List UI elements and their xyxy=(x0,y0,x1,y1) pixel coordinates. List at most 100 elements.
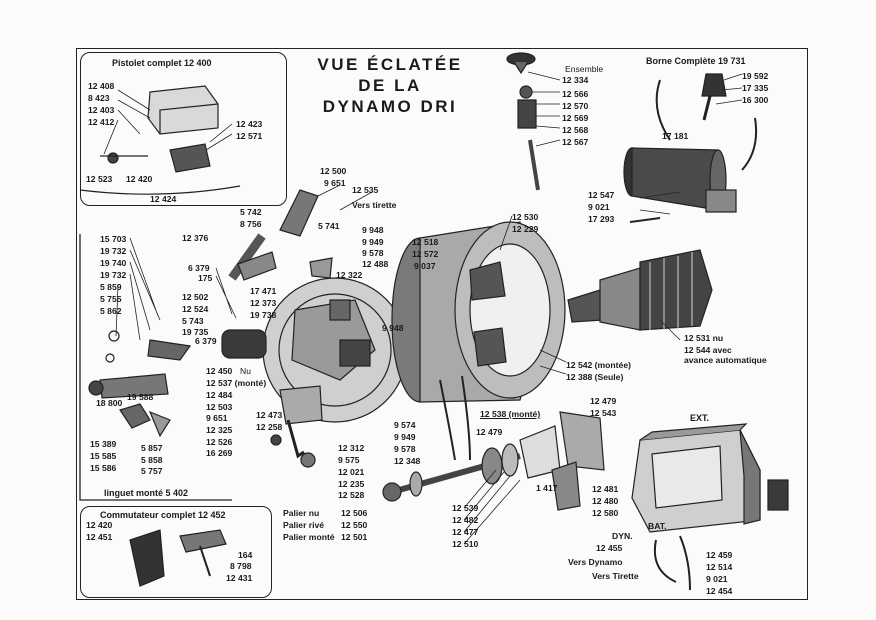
part-label: 12 530 xyxy=(512,212,539,222)
part-label: 12 538 (monté) xyxy=(480,409,541,419)
part-label: 6 379 xyxy=(188,263,210,273)
part-label: 8 798 xyxy=(230,561,252,571)
part-label: 12 531 nu xyxy=(684,333,724,343)
part-label: 16 269 xyxy=(206,448,233,458)
part-label: 12 570 xyxy=(562,101,589,111)
part-label: 12 480 xyxy=(592,496,619,506)
title-line-1: VUE ÉCLATÉE xyxy=(317,55,463,74)
part-label: 9 037 xyxy=(414,261,436,271)
part-label: 12 547 xyxy=(588,190,615,200)
part-label: 19 732 xyxy=(100,246,127,256)
part-label: Vers Dynamo xyxy=(568,557,623,567)
part-label: 12 451 xyxy=(86,532,113,542)
part-label: 19 592 xyxy=(742,71,769,81)
part-label: 15 585 xyxy=(90,451,117,461)
part-label: 12 580 xyxy=(592,508,619,518)
part-label: 12 473 xyxy=(256,410,283,420)
part-label: 12 477 xyxy=(452,527,479,537)
commutateur-box xyxy=(80,506,272,598)
part-label: 12 567 xyxy=(562,137,589,147)
part-label: avance automatique xyxy=(684,355,767,365)
part-label: 8 423 xyxy=(88,93,110,103)
part-label: 5 743 xyxy=(182,316,204,326)
part-label: 12 524 xyxy=(182,304,209,314)
part-label: 12 569 xyxy=(562,113,589,123)
part-label: 12 348 xyxy=(394,456,421,466)
part-label: 12 506 xyxy=(341,508,368,518)
part-label: 12 424 xyxy=(150,194,177,204)
part-label: 12 510 xyxy=(452,539,479,549)
part-label: 12 388 (Seule) xyxy=(566,372,624,382)
part-label: 12 258 xyxy=(256,422,283,432)
part-label: 12 502 xyxy=(182,292,209,302)
part-label: 9 021 xyxy=(588,202,610,212)
part-label: 12 455 xyxy=(596,543,623,553)
part-label: 12 479 xyxy=(590,396,617,406)
part-label: 12 523 xyxy=(86,174,113,184)
part-label: 12 526 xyxy=(206,437,233,447)
part-label: 5 757 xyxy=(141,466,163,476)
part-label: Vers Tirette xyxy=(592,571,639,581)
part-label: Nu xyxy=(240,366,251,376)
part-label: 12 539 xyxy=(452,503,479,513)
title-line-3: DYNAMO DRI xyxy=(322,97,458,116)
linguet-title: linguet monté 5 402 xyxy=(104,488,189,498)
part-label: 9 574 xyxy=(394,420,416,430)
part-label: 5 742 xyxy=(240,207,262,217)
part-label: 12 571 xyxy=(236,131,263,141)
part-label: 5 741 xyxy=(318,221,340,231)
ensemble-title: Ensemble xyxy=(565,64,604,74)
part-label: 12 550 xyxy=(341,520,368,530)
part-label: 8 756 xyxy=(240,219,262,229)
part-label: 12 423 xyxy=(236,119,263,129)
part-label: 12 488 xyxy=(362,259,389,269)
part-label: 12 544 avec xyxy=(684,345,732,355)
part-label: 12 412 xyxy=(88,117,115,127)
part-label: EXT. xyxy=(690,413,710,423)
part-label: 12 229 xyxy=(512,224,539,234)
part-label: 19 735 xyxy=(182,327,209,337)
part-label: 15 389 xyxy=(90,439,117,449)
part-label: 164 xyxy=(238,550,253,560)
part-label: 9 651 xyxy=(206,413,228,423)
part-label: 9 575 xyxy=(338,455,360,465)
part-label: 15 586 xyxy=(90,463,117,473)
part-label: 12 373 xyxy=(250,298,277,308)
part-label: 9 021 xyxy=(706,574,728,584)
part-label: Vers tirette xyxy=(352,200,397,210)
part-label: 12 572 xyxy=(412,249,439,259)
part-label: 12 454 xyxy=(706,586,733,596)
part-label: 17 471 xyxy=(250,286,277,296)
part-label: 12 420 xyxy=(86,520,113,530)
part-label: 12 543 xyxy=(590,408,617,418)
part-label: 9 949 xyxy=(362,237,384,247)
part-label: 12 503 xyxy=(206,402,233,412)
part-label: 5 857 xyxy=(141,443,163,453)
palier-label: Palier rivé xyxy=(283,520,325,530)
part-label: 19 740 xyxy=(100,258,127,268)
part-label: 16 300 xyxy=(742,95,769,105)
commutateur-box-title: Commutateur complet 12 452 xyxy=(100,510,226,520)
part-label: 12 482 xyxy=(452,515,479,525)
part-label: 17 335 xyxy=(742,83,769,93)
part-label: 15 703 xyxy=(100,234,127,244)
part-label: 5 755 xyxy=(100,294,122,304)
part-label: BAT. xyxy=(648,521,667,531)
part-label: 1 417 xyxy=(536,483,558,493)
part-label: 12 500 xyxy=(320,166,347,176)
part-label: 17 293 xyxy=(588,214,615,224)
part-label: 5 862 xyxy=(100,306,122,316)
part-label: 19 738 xyxy=(250,310,277,320)
part-label: 12 518 xyxy=(412,237,439,247)
part-label: 19 732 xyxy=(100,270,127,280)
part-label: DYN. xyxy=(612,531,633,541)
part-label: 12 376 xyxy=(182,233,209,243)
part-label: 12 322 xyxy=(336,270,363,280)
part-label: 12 542 (montée) xyxy=(566,360,631,370)
part-label: 12 481 xyxy=(592,484,619,494)
palier-label: Palier nu xyxy=(283,508,320,518)
part-label: 19 588 xyxy=(127,392,154,402)
part-label: 12 537 (monté) xyxy=(206,378,267,388)
part-label: 12 312 xyxy=(338,443,365,453)
